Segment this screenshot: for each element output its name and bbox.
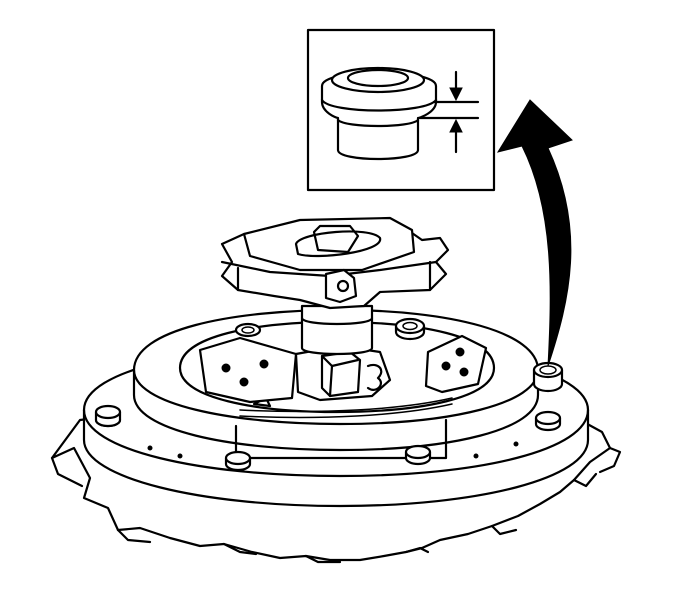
rim-hole: [147, 445, 153, 451]
alignment-tool: [220, 216, 450, 356]
bolt-2: [224, 450, 252, 472]
bolt-3: [404, 444, 432, 466]
mounting-bolts: [94, 317, 564, 472]
rim-hole: [177, 453, 183, 459]
rim-hole: [513, 441, 519, 447]
rim-hole: [473, 453, 479, 459]
release-fingers: [198, 334, 488, 404]
bolt-1: [94, 404, 122, 428]
bolt-5: [532, 361, 564, 393]
curved-callout-arrow: [496, 99, 573, 367]
detail-inset: [306, 28, 496, 192]
bolt-7: [394, 317, 426, 341]
bolt-6: [234, 322, 262, 338]
bolt-4: [534, 410, 562, 432]
dimension-marker: [418, 70, 480, 154]
